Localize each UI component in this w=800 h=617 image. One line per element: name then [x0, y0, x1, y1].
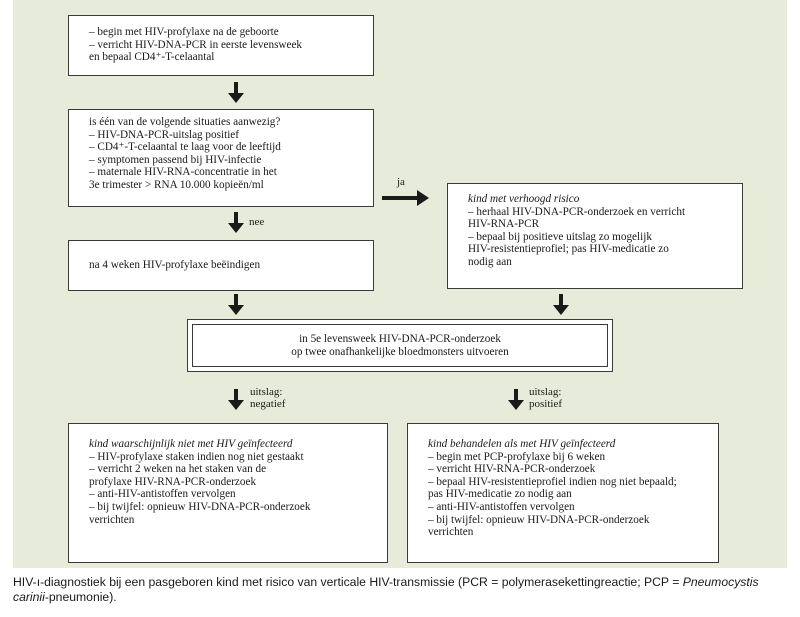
- negative-line-4: – anti-HIV-antistoffen vervolgen: [89, 488, 236, 501]
- situations-item-3: – symptomen passend bij HIV-infectie: [89, 153, 262, 166]
- label-ja: ja: [397, 176, 405, 188]
- positive-line-6: – bij twijfel: opnieuw HIV-DNA-PCR-onder…: [428, 513, 650, 526]
- positive-line-7: verrichten: [428, 526, 474, 539]
- negative-heading: kind waarschijnlijk niet met HIV geïnfec…: [89, 438, 293, 450]
- positive-line-3: – bepaal HIV-resistentieprofiel indien n…: [428, 475, 677, 488]
- positive-result-box: kind behandelen als met HIV geïnfecteerd…: [407, 423, 719, 563]
- high-risk-line-5: nodig aan: [468, 255, 512, 268]
- label-negatief: uitslag: negatief: [250, 386, 286, 410]
- situations-question: is één van de volgende situaties aanwezi…: [89, 116, 281, 128]
- arrow-down-negatief: [228, 389, 244, 410]
- week5-box: in 5e levensweek HIV-DNA-PCR-onderzoek o…: [187, 319, 613, 372]
- start-line-1: – begin met HIV-profylaxe na de geboorte: [89, 26, 279, 38]
- positive-line-2: – verricht HIV-RNA-PCR-onderzoek: [428, 463, 596, 476]
- stop-prophylaxis-text: na 4 weken HIV-profylaxe beëindigen: [89, 259, 261, 271]
- arrow-right-ja: [382, 190, 429, 206]
- positive-line-5: – anti-HIV-antistoffen vervolgen: [428, 500, 575, 513]
- negative-result-box: kind waarschijnlijk niet met HIV geïnfec…: [68, 423, 388, 563]
- high-risk-line-2: HIV-RNA-PCR: [468, 218, 540, 231]
- negative-line-1: – HIV-profylaxe staken indien nog niet g…: [89, 450, 304, 463]
- positive-line-1: – begin met PCP-profylaxe bij 6 weken: [428, 450, 606, 463]
- start-line-3: en bepaal CD4⁺-T-celaantal: [89, 51, 215, 64]
- high-risk-line-1: – herhaal HIV-DNA-PCR-onderzoek en verri…: [468, 205, 686, 218]
- high-risk-line-3: – bepaal bij positieve uitslag zo mogeli…: [468, 230, 652, 243]
- arrow-down-positief: [508, 389, 524, 410]
- label-positief: uitslag: positief: [529, 386, 562, 410]
- negative-line-6: verrichten: [89, 513, 135, 526]
- start-line-2: – verricht HIV-DNA-PCR in eerste levensw…: [89, 38, 303, 51]
- arrow-down-3: [228, 294, 244, 315]
- situations-box: is één van de volgende situaties aanwezi…: [68, 109, 374, 207]
- situations-item-4: – maternale HIV-RNA-concentratie in het: [89, 166, 277, 179]
- situations-item-4b: 3e trimester > RNA 10.000 kopieën/ml: [89, 178, 264, 191]
- negative-line-3: profylaxe HIV-RNA-PCR-onderzoek: [89, 475, 257, 488]
- week5-line-1: in 5e levensweek HIV-DNA-PCR-onderzoek: [299, 332, 501, 345]
- caption-italic: Pneumocystis carinii: [13, 575, 759, 604]
- caption-text: HIV-ı-diagnostiek bij een pasgeboren kin…: [13, 575, 680, 589]
- arrow-down-4: [553, 294, 569, 315]
- positive-line-4: pas HIV-medicatie zo nodig aan: [428, 488, 572, 501]
- negative-line-5: – bij twijfel: opnieuw HIV-DNA-PCR-onder…: [89, 500, 311, 513]
- stop-prophylaxis-box: na 4 weken HIV-profylaxe beëindigen: [68, 240, 374, 291]
- label-nee: nee: [249, 216, 265, 228]
- negative-line-2: – verricht 2 weken na het staken van de: [89, 463, 267, 476]
- start-box: – begin met HIV-profylaxe na de geboorte…: [68, 15, 374, 76]
- week5-line-2: op twee onafhankelijke bloedmonsters uit…: [291, 345, 509, 358]
- arrow-down-nee: [228, 212, 244, 233]
- caption-end: -pneumonie).: [44, 590, 117, 604]
- high-risk-heading: kind met verhoogd risico: [468, 193, 580, 205]
- high-risk-line-4: HIV-resistentieprofiel; pas HIV-medicati…: [468, 243, 669, 256]
- situations-item-1: – HIV-DNA-PCR-uitslag positief: [89, 128, 239, 141]
- arrow-down-1: [228, 82, 244, 103]
- high-risk-box: kind met verhoogd risico – herhaal HIV-D…: [447, 183, 743, 289]
- positive-heading: kind behandelen als met HIV geïnfecteerd: [428, 438, 616, 450]
- figure-caption: HIV-ı-diagnostiek bij een pasgeboren kin…: [13, 575, 788, 605]
- situations-item-2: – CD4⁺-T-celaantal te laag voor de leeft…: [89, 141, 281, 154]
